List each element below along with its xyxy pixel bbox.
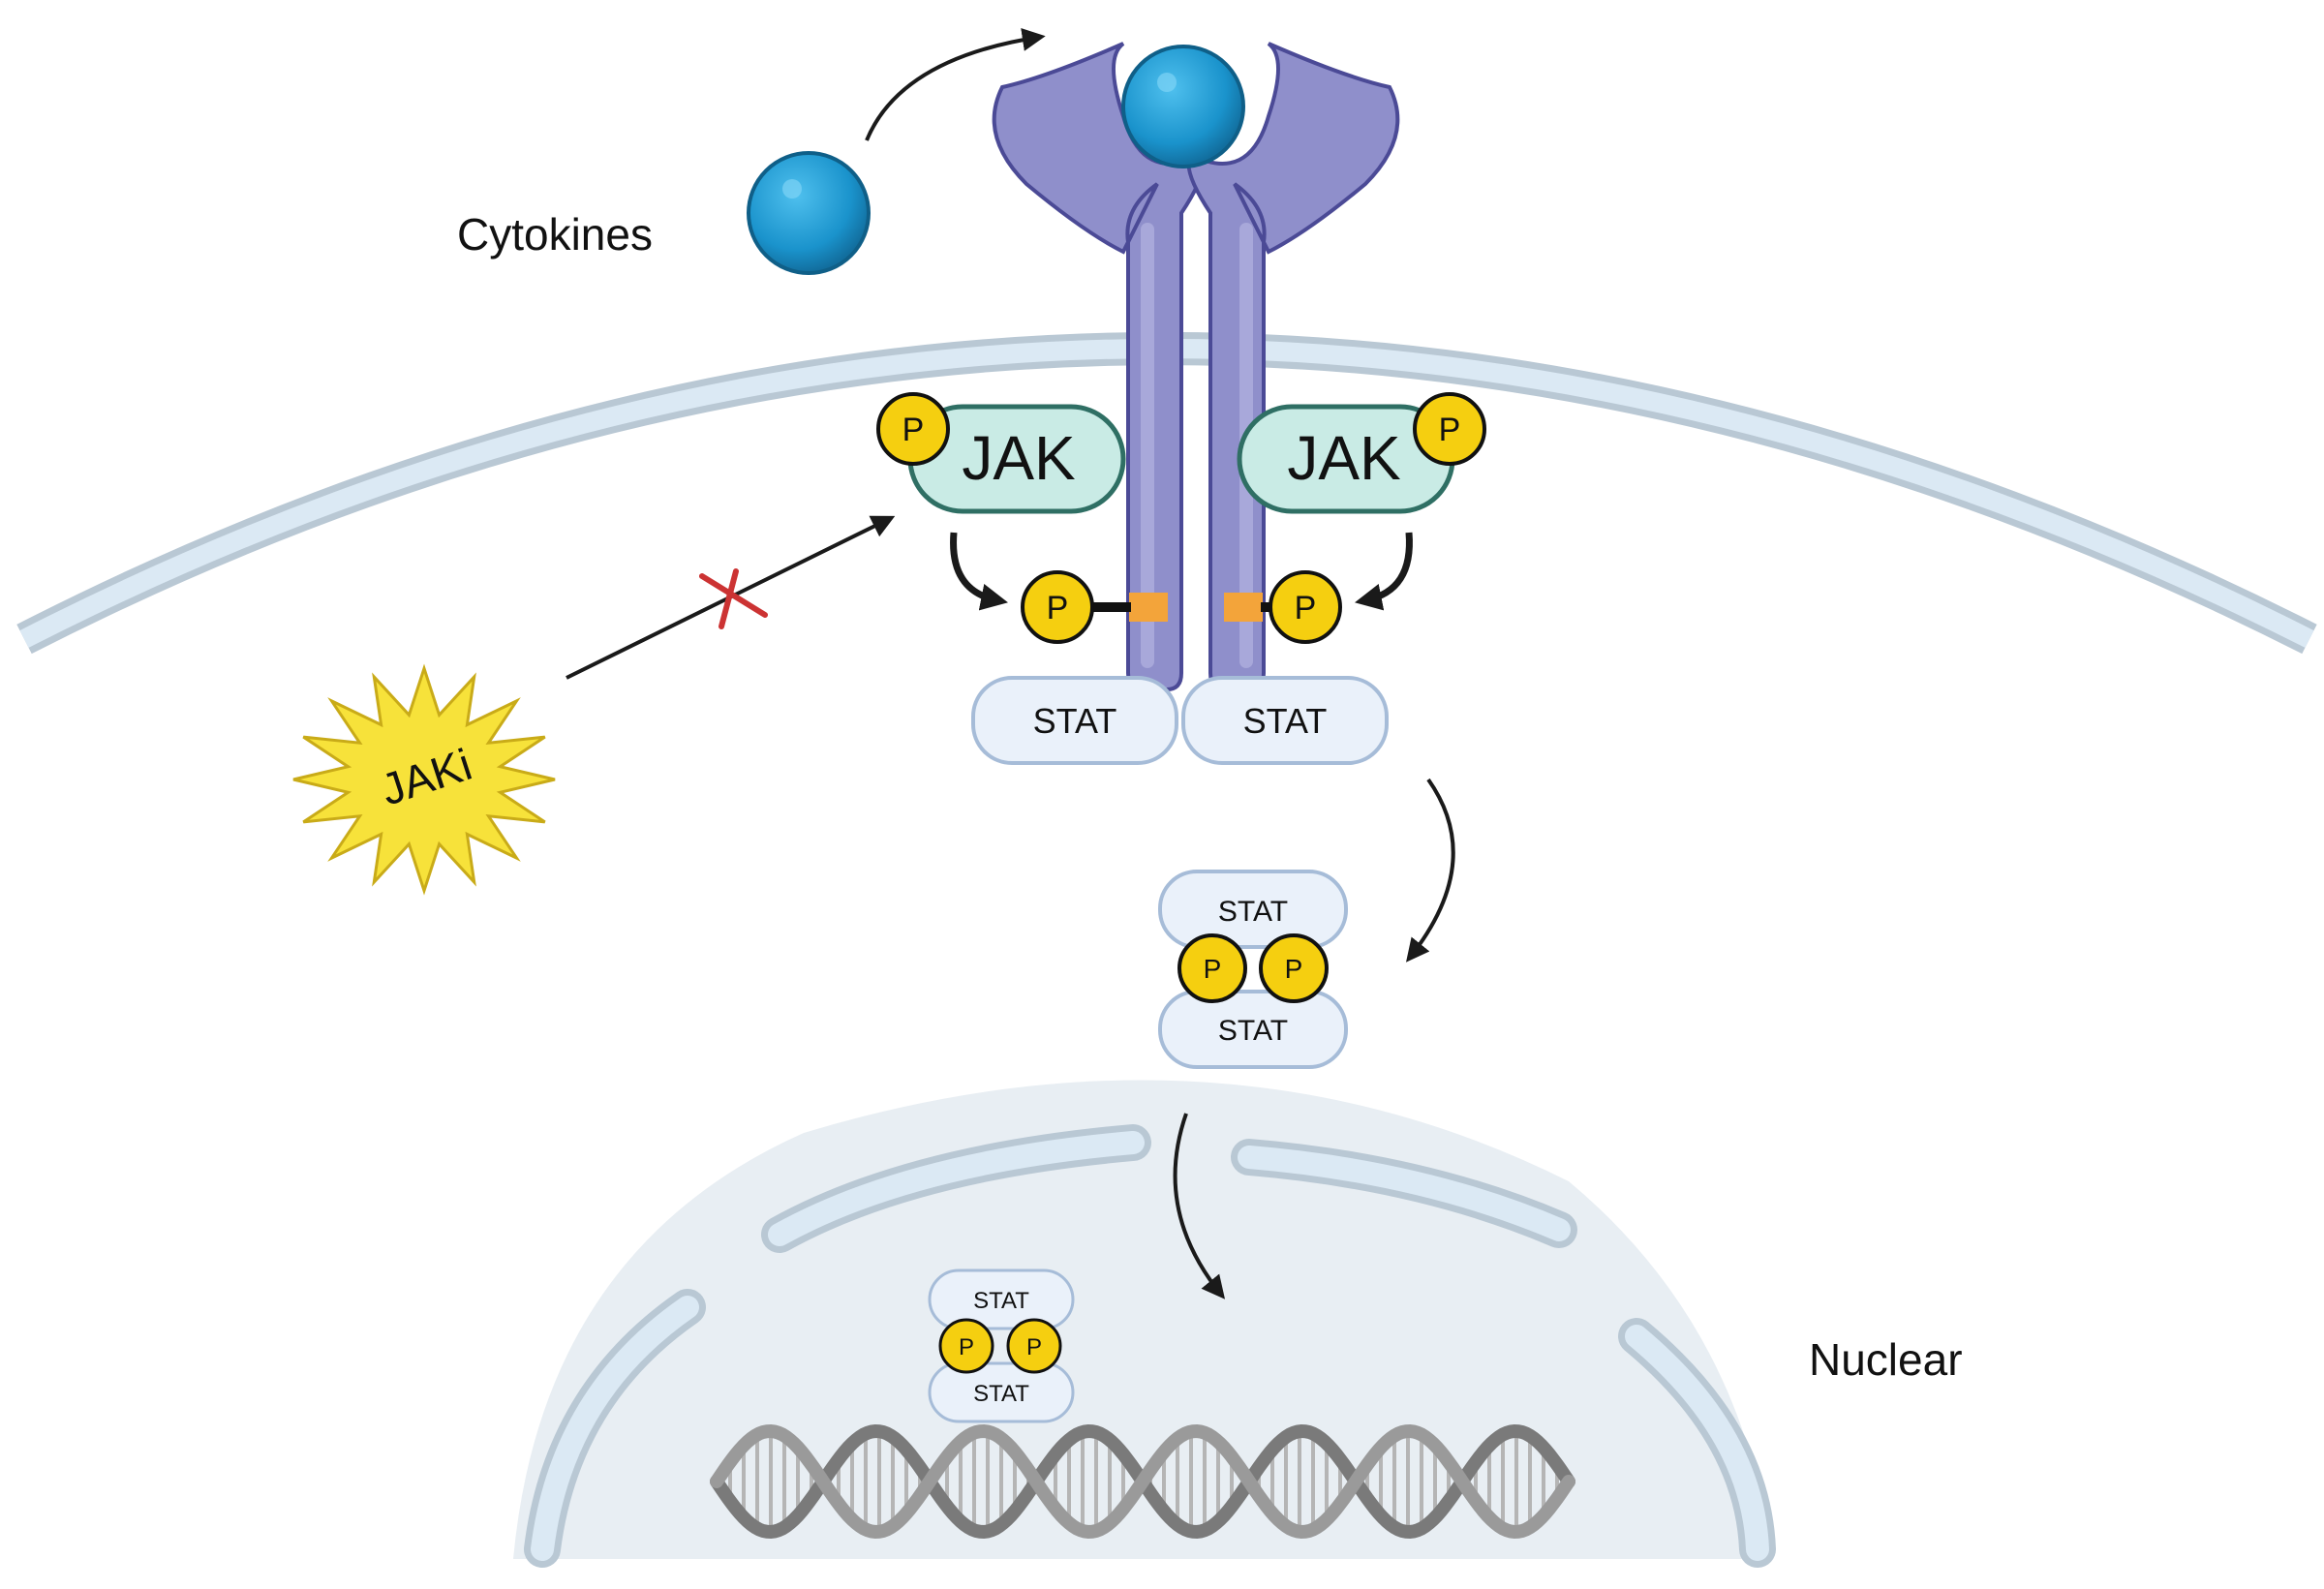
stat-dimer-cytoplasm: STAT STAT P P <box>1158 870 1348 1069</box>
phosphate-label: P <box>1047 590 1069 626</box>
stat-left-label: STAT <box>1033 701 1117 741</box>
jak-inhibitor: JAKi <box>292 663 556 896</box>
phosphate-receptor-right: P <box>1269 570 1342 644</box>
stat-dimer-bottom-label: STAT <box>1218 1015 1288 1047</box>
cytokine-binding-arrow <box>865 28 1046 141</box>
jak-left: JAK <box>907 404 1126 514</box>
nuclear-label: Nuclear <box>1809 1334 1963 1385</box>
phosphate-label: P <box>1439 412 1461 448</box>
stat-left: STAT <box>971 676 1178 765</box>
jak-left-phosphorylation-arrow <box>950 532 1008 611</box>
stat-right: STAT <box>1181 676 1389 765</box>
phosphate-label: P <box>1295 590 1317 626</box>
phosphate-label: P <box>902 412 925 448</box>
phosphate-jak-left: P <box>876 392 950 466</box>
jak-right-phosphorylation-arrow <box>1355 532 1413 611</box>
cytokine-free <box>747 151 871 275</box>
receptor-left-highlight <box>1141 223 1154 668</box>
jak-right-label: JAK <box>1287 423 1400 493</box>
nuclear-translocation-arrow <box>1173 1113 1226 1299</box>
cytokines-label: Cytokines <box>457 209 653 260</box>
stat-dimer-top-label: STAT <box>1218 896 1288 928</box>
stat-dimerization-arrow <box>1406 778 1455 963</box>
phosphate-label: P <box>1204 954 1222 984</box>
jak-right: JAK <box>1237 404 1455 514</box>
phosphate-label: P <box>959 1334 974 1360</box>
phosphate-jak-right: P <box>1413 392 1486 466</box>
nuclear-envelope <box>524 1124 1776 1568</box>
stat-right-label: STAT <box>1243 701 1328 741</box>
tyrosine-site-right <box>1224 593 1263 622</box>
cytokine-bound <box>1121 45 1245 168</box>
stat-nucleus-top-label: STAT <box>973 1288 1029 1314</box>
phosphate-label: P <box>1285 954 1303 984</box>
phosphate-label: P <box>1026 1334 1042 1360</box>
stat-nucleus-bottom-label: STAT <box>973 1381 1029 1407</box>
jak-left-label: JAK <box>962 423 1075 493</box>
stat-dimer-nucleus: STAT STAT P P <box>928 1268 1075 1423</box>
tyrosine-site-left <box>1129 593 1168 622</box>
dna-strand <box>710 1423 1575 1540</box>
phosphate-receptor-left: P <box>1021 570 1094 644</box>
dna-helix <box>710 1423 1575 1540</box>
nucleus <box>513 1080 1776 1568</box>
inhibition-cross-mark <box>699 568 768 629</box>
